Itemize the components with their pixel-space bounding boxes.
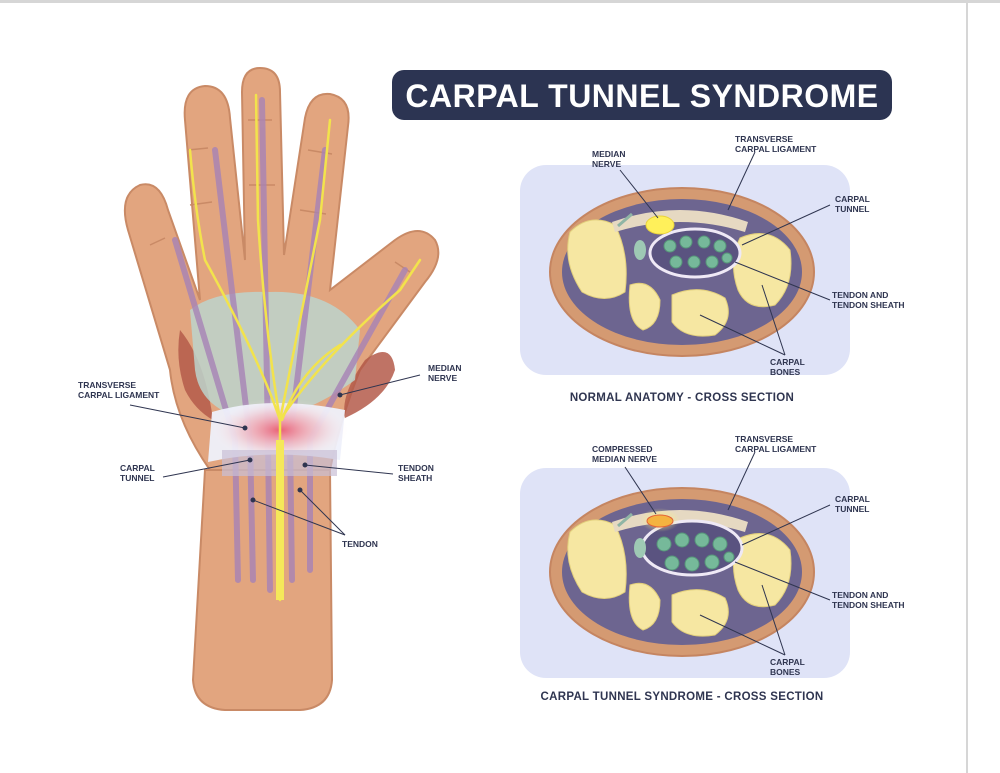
syndrome-label-carpal-tunnel: CARPAL TUNNEL [835,494,872,514]
syndrome-label-compressed-nerve: COMPRESSED MEDIAN NERVE [592,444,657,464]
label-carpal-tunnel: CARPAL TUNNEL [120,463,157,483]
right-border [966,0,968,773]
normal-cross-section: MEDIAN NERVE TRANSVERSE CARPAL LIGAMENT … [520,134,905,404]
label-tendon: TENDON [342,539,378,549]
normal-label-tendon-sheath: TENDON AND TENDON SHEATH [832,290,905,310]
syndrome-label-tendon-sheath: TENDON AND TENDON SHEATH [832,590,905,610]
forearm [191,469,334,711]
label-tendon-sheath: TENDON SHEATH [398,463,436,483]
label-transverse-carpal-ligament: TRANSVERSE CARPAL LIGAMENT [78,380,160,400]
normal-label-carpal-bones: CARPAL BONES [770,357,807,377]
title: CARPAL TUNNEL SYNDROME [405,78,878,114]
hand-illustration [124,66,440,711]
title-banner: CARPAL TUNNEL SYNDROME [392,70,892,120]
syndrome-cross-section: COMPRESSED MEDIAN NERVE TRANSVERSE CARPA… [520,434,905,703]
syndrome-section-caption: CARPAL TUNNEL SYNDROME - CROSS SECTION [541,691,824,703]
normal-label-transverse-ligament: TRANSVERSE CARPAL LIGAMENT [735,134,817,154]
median-nerve-trunk [276,440,284,600]
hand-callouts: MEDIAN NERVE TRANSVERSE CARPAL LIGAMENT … [78,363,464,549]
syndrome-label-transverse-ligament: TRANSVERSE CARPAL LIGAMENT [735,434,817,454]
normal-label-carpal-tunnel: CARPAL TUNNEL [835,194,872,214]
thenar-muscle [344,352,395,418]
hypothenar-muscle [178,330,213,420]
palmar-sheath [190,291,360,420]
syndrome-label-carpal-bones: CARPAL BONES [770,657,807,677]
label-median-nerve: MEDIAN NERVE [428,363,464,383]
normal-label-median-nerve: MEDIAN NERVE [592,149,628,169]
normal-section-caption: NORMAL ANATOMY - CROSS SECTION [570,392,794,404]
top-border [0,0,1000,3]
